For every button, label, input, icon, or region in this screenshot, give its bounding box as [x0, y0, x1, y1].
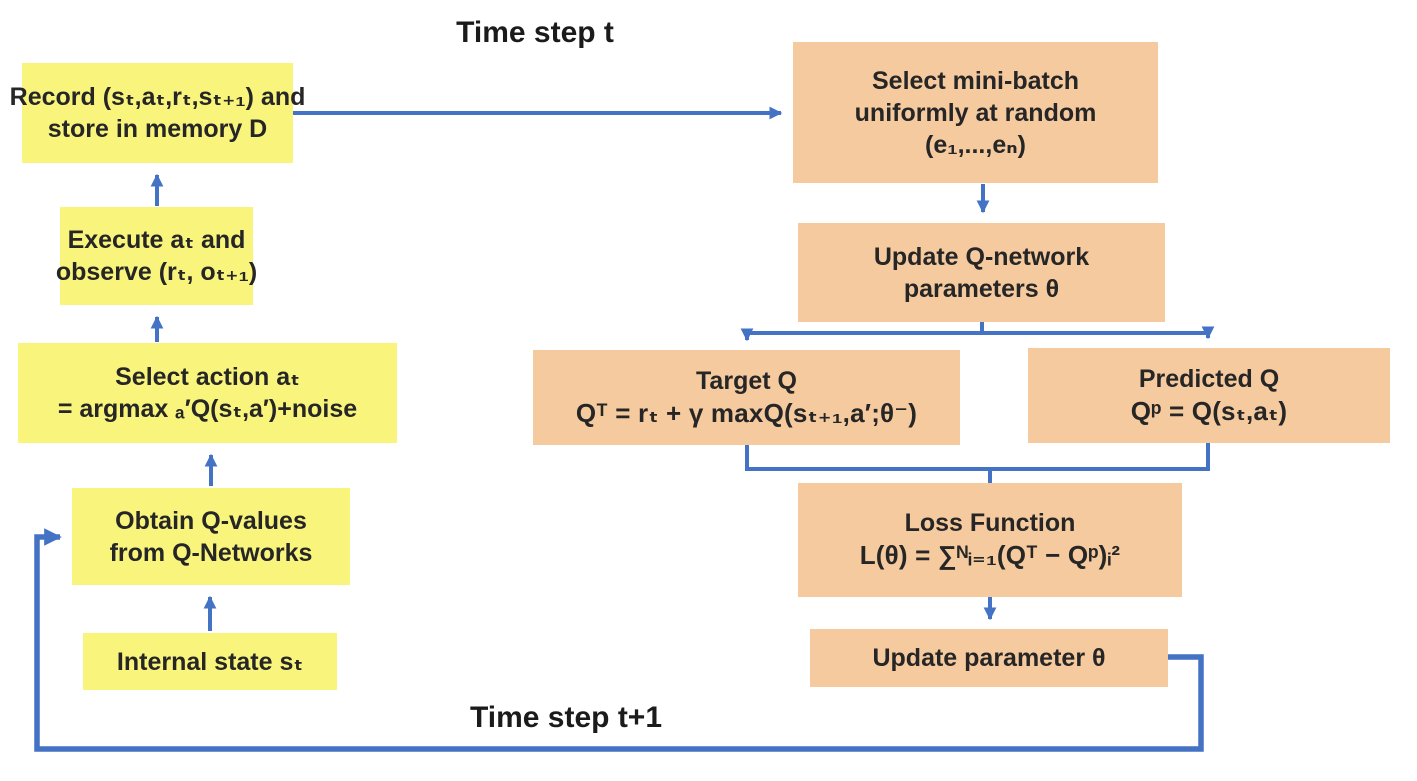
minibatch-box: Select mini-batch uniformly at random (e…	[793, 42, 1158, 183]
time-step-t1-label: Time step t+1	[469, 701, 663, 734]
loss-function-box-line1: Loss Function	[904, 509, 1076, 538]
obtain-qvalues-box-line2: from Q-Networks	[109, 538, 313, 567]
minibatch-box-line3: (e₁,...,eₙ)	[925, 130, 1026, 159]
update-qnetwork-box-line2: parameters θ	[903, 274, 1060, 303]
record-box-line2: store in memory D	[47, 115, 268, 143]
predicted-q-box-line1: Predicted Q	[1138, 364, 1280, 393]
select-action-box-line1: Select action aₜ	[115, 363, 300, 391]
loss-function-box-formula: L(θ) = ∑ᴺᵢ₌₁(Qᵀ − Qᵖ)ᵢ²	[859, 540, 1121, 571]
record-box: Record (sₜ,aₜ,rₜ,sₜ₊₁) and store in memo…	[10, 63, 305, 163]
obtain-qvalues-box: Obtain Q-values from Q-Networks	[72, 488, 350, 585]
time-step-t-label: Time step t	[456, 16, 614, 49]
minibatch-box-line2: uniformly at random	[854, 98, 1097, 127]
select-action-box: Select action aₜ = argmax ₐ′Q(sₜ,a′)+noi…	[18, 343, 397, 443]
update-parameter-box-line1: Update parameter θ	[872, 644, 1106, 672]
target-q-box-formula: Qᵀ = rₜ + γ maxQ(sₜ₊₁,a′;θ⁻)	[575, 397, 918, 428]
record-box-line1: Record (sₜ,aₜ,rₜ,sₜ₊₁) and	[9, 83, 306, 111]
update-qnetwork-box-line1: Update Q-network	[873, 242, 1090, 271]
predicted-q-box-formula: Qᵖ = Q(sₜ,aₜ)	[1130, 395, 1288, 426]
update-parameter-box: Update parameter θ	[810, 629, 1168, 687]
minibatch-box-line1: Select mini-batch	[872, 66, 1079, 95]
loss-function-box: Loss Function L(θ) = ∑ᴺᵢ₌₁(Qᵀ − Qᵖ)ᵢ²	[798, 483, 1182, 597]
target-q-box: Target Q Qᵀ = rₜ + γ maxQ(sₜ₊₁,a′;θ⁻)	[533, 350, 960, 445]
predicted-q-box: Predicted Q Qᵖ = Q(sₜ,aₜ)	[1028, 348, 1390, 443]
target-q-box-line1: Target Q	[696, 366, 797, 395]
update-qnetwork-box: Update Q-network parameters θ	[798, 223, 1165, 322]
execute-box-line2: observe (rₜ, oₜ₊₁)	[55, 258, 258, 286]
internal-state-box-line1: Internal state sₜ	[116, 647, 304, 676]
select-action-box-line2: = argmax ₐ′Q(sₜ,a′)+noise	[57, 395, 358, 423]
execute-box-line1: Execute aₜ and	[67, 226, 246, 254]
obtain-qvalues-box-line1: Obtain Q-values	[115, 506, 307, 535]
internal-state-box: Internal state sₜ	[83, 633, 337, 690]
execute-box: Execute aₜ and observe (rₜ, oₜ₊₁)	[56, 207, 257, 305]
